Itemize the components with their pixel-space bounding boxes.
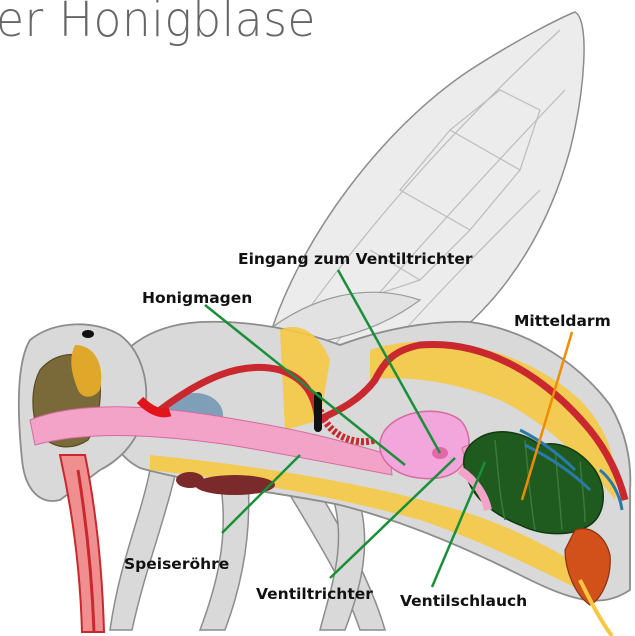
label-ventiltrichter: Ventiltrichter	[256, 585, 373, 603]
label-eingang: Eingang zum Ventiltrichter	[238, 250, 473, 268]
label-mitteldarm: Mitteldarm	[514, 312, 611, 330]
honey-stomach	[380, 411, 469, 478]
ganglion-small	[176, 472, 204, 488]
label-speiseroehre: Speiseröhre	[124, 555, 229, 573]
label-ventilschlauch: Ventilschlauch	[400, 592, 527, 610]
proboscis	[60, 455, 104, 632]
label-honigmagen: Honigmagen	[142, 289, 252, 307]
ocellus	[82, 330, 94, 338]
